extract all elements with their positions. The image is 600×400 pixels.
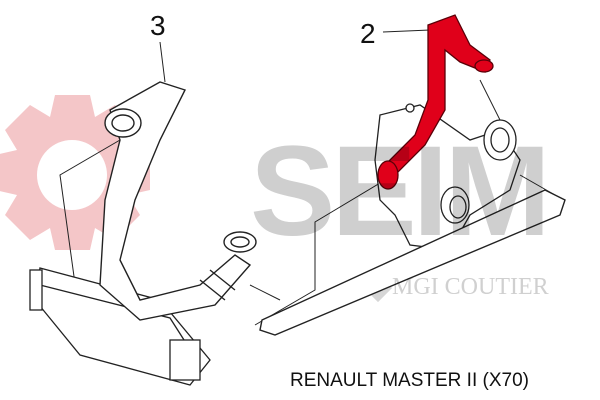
callout-3: 3 xyxy=(150,10,166,41)
intercooler xyxy=(29,267,211,386)
pipe xyxy=(259,189,566,336)
hose-2-highlighted xyxy=(377,14,494,190)
mgi-coutier-watermark: MGI COUTIER xyxy=(392,274,549,300)
seim-watermark: SEIM xyxy=(250,120,551,263)
vehicle-caption: RENAULT MASTER II (X70) xyxy=(290,370,529,391)
hose-3 xyxy=(99,81,257,321)
callout-2: 2 xyxy=(360,18,376,49)
